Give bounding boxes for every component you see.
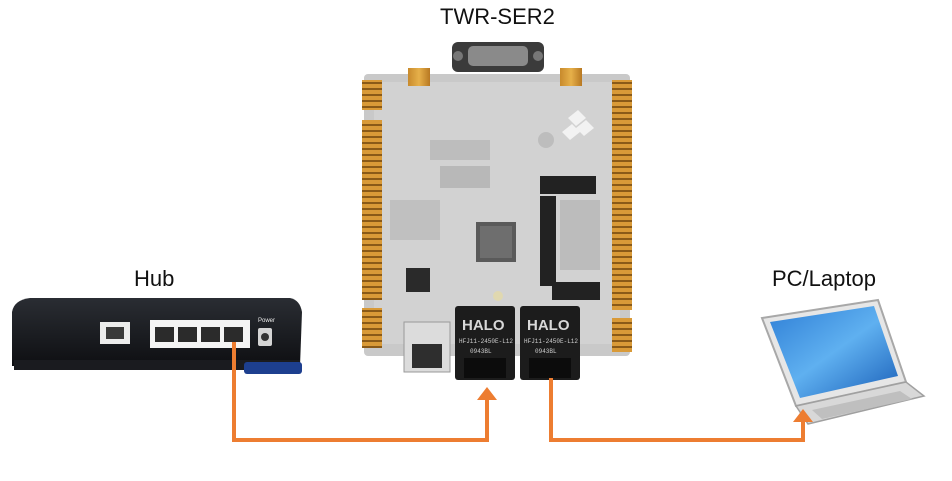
board-label: TWR-SER2 — [440, 4, 555, 29]
header-bottom — [552, 282, 600, 300]
usb-connector-left — [408, 68, 430, 86]
jack-brand-right: HALO — [527, 317, 570, 334]
cable-hub-to-board — [232, 342, 497, 442]
jack-code-left: 0943BL — [470, 348, 492, 355]
hub-label: Hub — [134, 266, 175, 291]
pc-label: PC/Laptop — [772, 266, 876, 291]
ethernet-jack-left: HALO HFJ11-2450E-L12 0943BL — [455, 306, 515, 380]
laptop-device — [760, 298, 926, 425]
ethernet-jack-right: HALO HFJ11-2450E-L12 0943BL — [520, 306, 580, 380]
twr-ser2-board: HALO HFJ11-2450E-L12 0943BL HALO HFJ11-2… — [362, 42, 632, 380]
cable-board-to-laptop — [549, 378, 813, 442]
jack-part-right: HFJ11-2450E-L12 — [524, 338, 578, 345]
hub-power-text: Power — [258, 318, 275, 324]
jack-brand-left: HALO — [462, 317, 505, 334]
header-vertical — [540, 196, 556, 286]
board-logo — [562, 110, 594, 140]
laptop-screen — [770, 306, 898, 398]
jack-part-left: HFJ11-2450E-L12 — [459, 338, 513, 345]
usb-connector-right — [560, 68, 582, 86]
jack-code-right: 0943BL — [535, 348, 557, 355]
header-top — [540, 176, 596, 194]
hub-device: Power — [12, 298, 302, 374]
